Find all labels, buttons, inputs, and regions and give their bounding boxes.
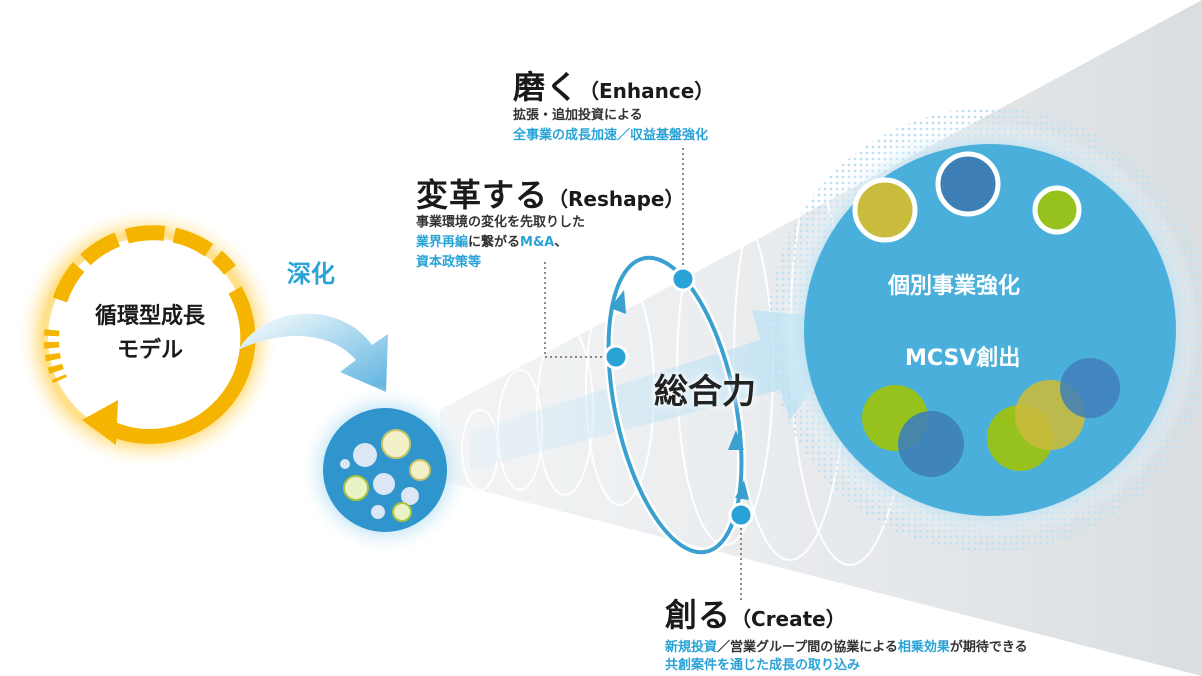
reshape-title: 変革する [416, 176, 549, 214]
big-circle-middle-label: MCSV創出 [905, 346, 1021, 371]
big-business-circle [768, 108, 1202, 552]
reshape-line2: 業界再編に繋がるM&A、 [416, 233, 567, 253]
leader-lines [544, 148, 742, 602]
enhance-title: 磨く [513, 68, 580, 106]
enhance-line2: 全事業の成長加速／収益基盤強化 [513, 128, 709, 143]
create-line1: 新規投資／営業グループ間の協業による相乗効果が期待できる [665, 638, 1028, 658]
reshape-line2-d: 、 [554, 235, 568, 250]
cycle-model-graphic [16, 206, 280, 470]
reshape-title-en: （Reshape） [548, 187, 685, 211]
create-line1-b: ／営業グループ間の協業による [717, 640, 898, 655]
cycle-model-line2: モデル [116, 338, 183, 363]
reshape-line2-c: M&A [520, 235, 555, 250]
reshape-heading: 変革する（Reshape） [416, 170, 685, 216]
create-line2: 共創案件を通じた成長の取り込み [665, 658, 861, 673]
enhance-line1: 拡張・追加投資による [513, 108, 643, 123]
big-circle-top-label: 個別事業強化 [888, 274, 1021, 299]
reshape-line3: 資本政策等 [416, 255, 482, 270]
create-line1-d: が期待できる [949, 640, 1028, 655]
cycle-model-label: 循環型成長 モデル [80, 300, 220, 368]
create-line1-a: 新規投資 [665, 640, 718, 655]
deepening-label: 深化 [287, 260, 335, 288]
reshape-line2-b: に繋がる [468, 235, 521, 250]
create-heading: 創る（Create） [665, 590, 846, 636]
cycle-model-line1: 循環型成長 [94, 304, 205, 329]
create-title-en: （Create） [731, 607, 846, 631]
enhance-heading: 磨く（Enhance） [513, 62, 714, 108]
reshape-line2-a: 業界再編 [416, 235, 469, 250]
create-line1-c: 相乗効果 [897, 640, 950, 655]
reshape-line1: 事業環境の変化を先取りした [416, 215, 586, 230]
synergy-label: 総合力 [654, 372, 756, 412]
strategy-loop [603, 253, 754, 557]
deepening-arrow [238, 313, 388, 392]
small-business-circle [299, 384, 471, 556]
growth-arrow [470, 310, 860, 470]
create-title: 創る [665, 596, 732, 634]
enhance-title-en: （Enhance） [579, 79, 715, 103]
